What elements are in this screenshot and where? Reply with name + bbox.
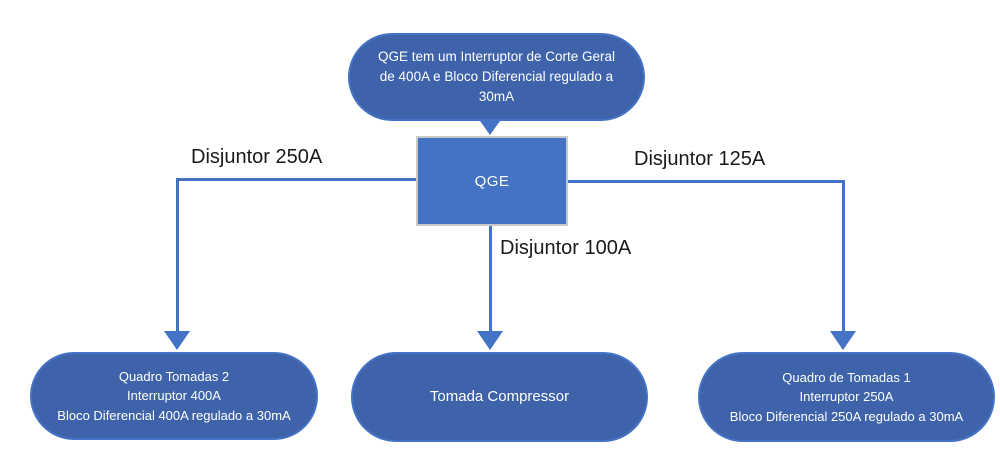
node-outlet-board-2-line: Quadro Tomadas 2 — [118, 368, 230, 384]
node-root-note-line: QGE tem um Interruptor de Corte Geral — [377, 49, 616, 64]
node-root-note-line: 30mA — [478, 89, 515, 104]
node-root-note: QGE tem um Interruptor de Corte Geral de… — [348, 33, 645, 121]
arrowhead-center-icon — [477, 331, 503, 350]
connector-left-vertical — [176, 178, 179, 331]
connector-right-horizontal — [568, 180, 844, 183]
node-outlet-board-1-line: Quadro de Tomadas 1 — [782, 369, 911, 385]
node-compressor-outlet: Tomada Compressor — [351, 352, 648, 442]
node-hub-qge-label: QGE — [474, 172, 510, 190]
connector-label-left: Disjuntor 250A — [191, 146, 323, 168]
node-root-note-line: de 400A e Bloco Diferencial regulado a — [379, 69, 614, 84]
node-outlet-board-1-line: Bloco Diferencial 250A regulado a 30mA — [729, 408, 964, 424]
connector-right-vertical — [842, 180, 845, 331]
node-outlet-board-2: Quadro Tomadas 2 Interruptor 400A Bloco … — [30, 352, 318, 440]
connector-label-center: Disjuntor 100A — [500, 237, 632, 259]
node-outlet-board-1: Quadro de Tomadas 1 Interruptor 250A Blo… — [698, 352, 995, 442]
connector-label-right: Disjuntor 125A — [634, 148, 766, 170]
arrowhead-right-icon — [830, 331, 856, 350]
arrowhead-root-to-hub-icon — [480, 121, 500, 135]
node-hub-qge: QGE — [416, 136, 568, 226]
node-compressor-outlet-line: Tomada Compressor — [429, 388, 570, 406]
arrowhead-left-icon — [164, 331, 190, 350]
node-outlet-board-1-line: Interruptor 250A — [799, 389, 894, 405]
connector-left-horizontal — [177, 178, 416, 181]
node-outlet-board-2-line: Interruptor 400A — [127, 388, 221, 404]
node-outlet-board-2-line: Bloco Diferencial 400A regulado a 30mA — [57, 407, 291, 423]
connector-center-vertical — [489, 226, 492, 331]
